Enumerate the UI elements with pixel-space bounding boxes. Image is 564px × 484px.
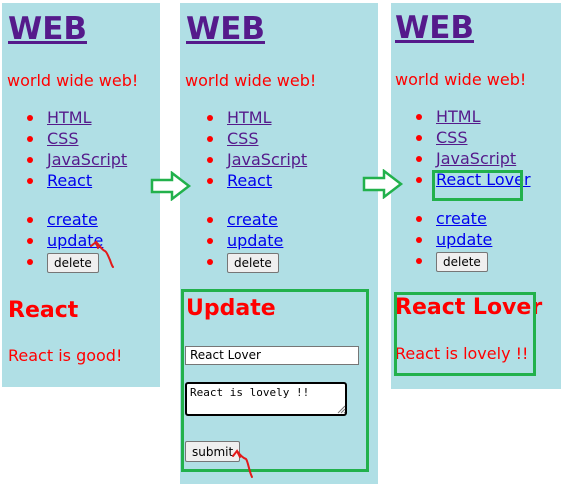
nav-link-react[interactable]: React [47,171,93,190]
nav-link-css[interactable]: CSS [227,129,259,148]
panel-result: WEB world wide web! HTML CSS JavaScript … [391,3,561,389]
update-link[interactable]: update [436,230,493,249]
create-link[interactable]: create [47,210,98,229]
control-item-update: update [415,229,493,250]
nav-link-javascript[interactable]: JavaScript [47,150,128,169]
nav-link-css[interactable]: CSS [47,129,79,148]
nav-link-react-lover[interactable]: React Lover [436,170,531,189]
delete-button[interactable]: delete [47,253,99,273]
article-heading: React [8,298,79,323]
update-form-highlight [181,289,369,472]
create-link[interactable]: create [436,209,487,228]
nav-link-javascript[interactable]: JavaScript [436,149,517,168]
nav-link-javascript[interactable]: JavaScript [227,150,308,169]
control-item-delete: delete [415,250,492,273]
nav-item-html: HTML [416,106,531,127]
body-textarea[interactable]: React is lovely !! [185,382,347,416]
control-item-create: create [206,209,283,230]
control-item-create: create [415,208,492,229]
updated-article-highlight [394,292,536,376]
nav-item-css: CSS [206,128,307,149]
update-link[interactable]: update [227,231,284,250]
site-title[interactable]: WEB [395,10,474,46]
nav-link-css[interactable]: CSS [436,128,468,147]
nav-item-javascript: JavaScript [26,149,128,170]
site-subtitle: world wide web! [185,71,317,90]
control-list: create update delete [206,209,284,274]
nav-item-react: React [26,170,127,191]
title-input[interactable]: React Lover [185,346,359,365]
nav-item-css: CSS [416,127,531,148]
topic-nav: HTML CSS JavaScript React [26,107,128,191]
site-subtitle: world wide web! [7,71,139,90]
topic-nav: HTML CSS JavaScript React Lover [416,106,531,190]
nav-link-html[interactable]: HTML [436,107,481,126]
cursor-scribble-icon [232,449,253,478]
nav-item-react: React [206,170,307,191]
article-body: React is lovely !! [395,344,529,363]
site-title[interactable]: WEB [186,11,265,47]
nav-link-react[interactable]: React [227,171,273,190]
control-list: create update delete [415,208,493,273]
control-item-delete: delete [206,251,283,274]
control-item-delete: delete [26,251,103,274]
textarea-resize-grip-icon[interactable] [336,404,346,414]
nav-item-css: CSS [26,128,127,149]
nav-item-html: HTML [26,107,127,128]
control-item-create: create [26,209,103,230]
right-arrow-icon [150,171,192,201]
topic-nav: HTML CSS JavaScript React [206,107,308,191]
create-link[interactable]: create [227,210,278,229]
nav-link-html[interactable]: HTML [227,108,272,127]
panel-initial: WEB world wide web! HTML CSS JavaScript … [2,3,160,387]
right-arrow-icon [362,169,404,199]
control-item-update: update [206,230,284,251]
nav-item-react-lover: React Lover [416,169,531,190]
cursor-scribble-icon [90,240,114,268]
nav-item-javascript: JavaScript [206,149,308,170]
article-heading: React Lover [395,295,543,320]
nav-item-javascript: JavaScript [416,148,531,169]
nav-link-html[interactable]: HTML [47,108,92,127]
control-item-update: update [26,230,104,251]
renamed-link-highlight [432,170,523,201]
article-body: React is good! [8,346,123,365]
nav-item-html: HTML [206,107,307,128]
site-subtitle: world wide web! [395,70,527,89]
submit-button[interactable]: submit [185,441,241,462]
delete-button[interactable]: delete [227,253,279,273]
update-heading: Update [186,296,276,321]
delete-button[interactable]: delete [436,252,488,272]
update-link[interactable]: update [47,231,104,250]
control-list: create update delete [26,209,104,274]
site-title[interactable]: WEB [8,11,87,47]
